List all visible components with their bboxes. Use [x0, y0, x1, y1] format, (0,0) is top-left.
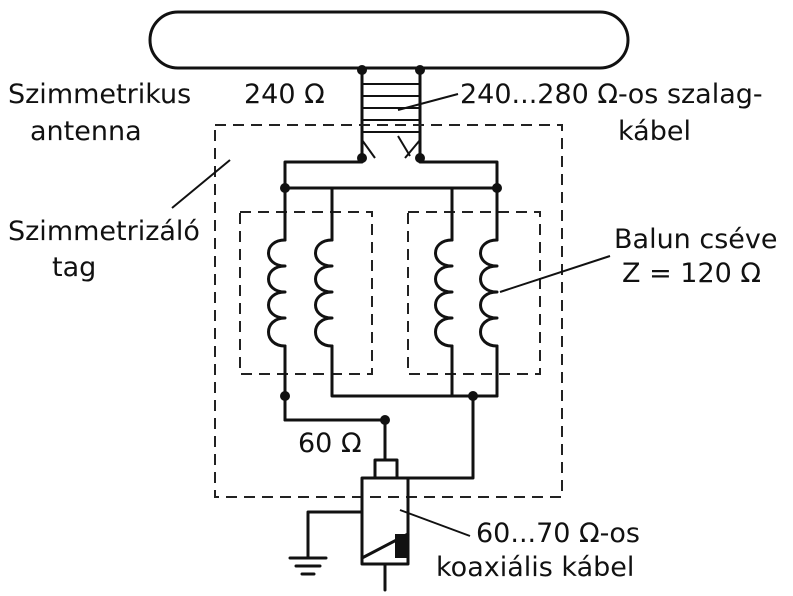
leader-ribbon-cable: [397, 93, 459, 111]
leader-balun: [171, 159, 231, 209]
antenna-impedance: 240 Ω: [244, 79, 325, 110]
ribbon-cable: [357, 65, 425, 163]
ribbon-cable-label-line2: kábel: [618, 116, 691, 147]
leader-coil: [499, 255, 611, 293]
inductor-coil-icon: [267, 238, 287, 348]
coil-name: Balun cséve: [614, 224, 778, 255]
output-impedance: 60 Ω: [298, 428, 362, 459]
coil-box-right: [407, 211, 541, 375]
antenna-name-line1: Szimmetrikus: [8, 79, 191, 110]
inductor-coil-icon: [434, 238, 454, 348]
coil-impedance: Z = 120 Ω: [622, 258, 761, 289]
balun-name-line2: tag: [52, 252, 96, 283]
balun-enclosure: [214, 124, 563, 498]
ribbon-cable-label-line1: 240...280 Ω-os szalag-: [460, 79, 763, 110]
ground-icon: [288, 556, 328, 576]
antenna-name-line2: antenna: [30, 116, 142, 147]
coax-connector-icon: [306, 458, 410, 592]
coax-label-line1: 60...70 Ω-os: [476, 518, 640, 549]
leader-coax: [399, 509, 471, 537]
coax-label-line2: koaxiális kábel: [436, 552, 634, 583]
circuit-wiring: [280, 156, 502, 480]
inductor-coil-icon: [314, 238, 334, 348]
folded-dipole-antenna-icon: [148, 10, 630, 70]
inductor-coil-icon: [479, 238, 499, 348]
balun-name-line1: Szimmetrizáló: [8, 216, 200, 247]
coil-box-left: [239, 211, 373, 375]
